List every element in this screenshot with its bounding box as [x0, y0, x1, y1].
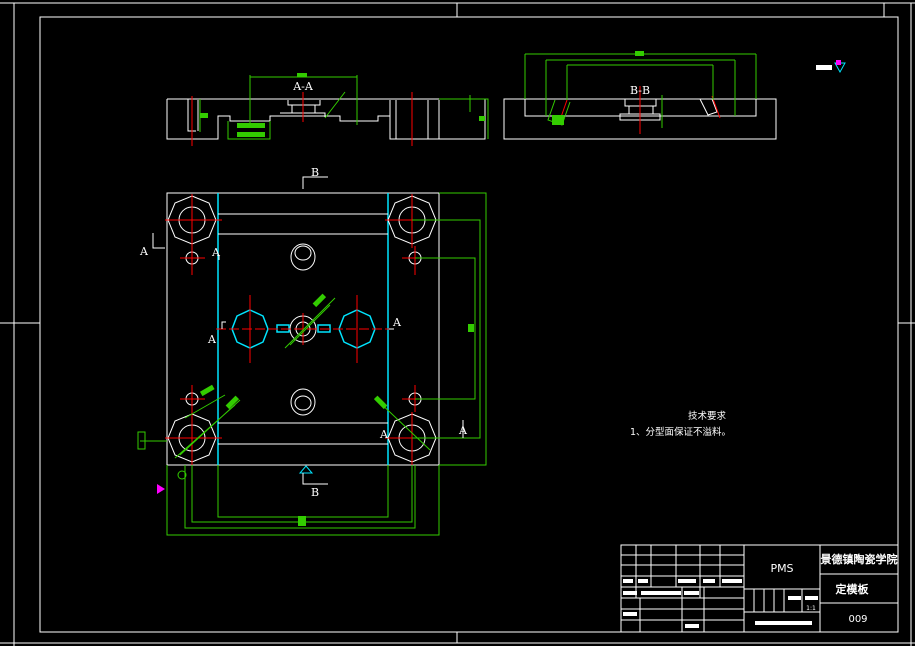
part-name: 定模板 [836, 582, 870, 596]
section-b-b: B-B [503, 51, 846, 140]
title-block: PMS 景德镇陶瓷学院 定模板 009 1:1 [620, 544, 899, 633]
technical-notes: 技术要求 1、分型面保证不溢料。 [630, 410, 731, 438]
cut-label-a: A [392, 316, 402, 329]
scale: 1:1 [806, 605, 816, 612]
section-a-a: A-A [166, 73, 489, 146]
cut-label-a: A [207, 333, 217, 346]
drawing-number: 009 [848, 614, 867, 625]
designer-mark: PMS [770, 562, 793, 575]
section-a-a-label: A-A [292, 80, 314, 93]
cut-label-a: A [458, 424, 468, 437]
cut-label-b: B [311, 166, 319, 179]
school-name: 景德镇陶瓷学院 [820, 552, 898, 566]
notes-title: 技术要求 [688, 410, 727, 422]
plan-view: A A A A A A B B [137, 166, 487, 536]
cut-label-b: B [311, 486, 319, 499]
cut-label-a: A [379, 428, 389, 441]
cut-label-a: A [139, 245, 149, 258]
section-b-b-label: B-B [630, 84, 650, 97]
note-item: 1、分型面保证不溢料。 [630, 426, 731, 438]
cut-label-a: A [211, 246, 221, 259]
